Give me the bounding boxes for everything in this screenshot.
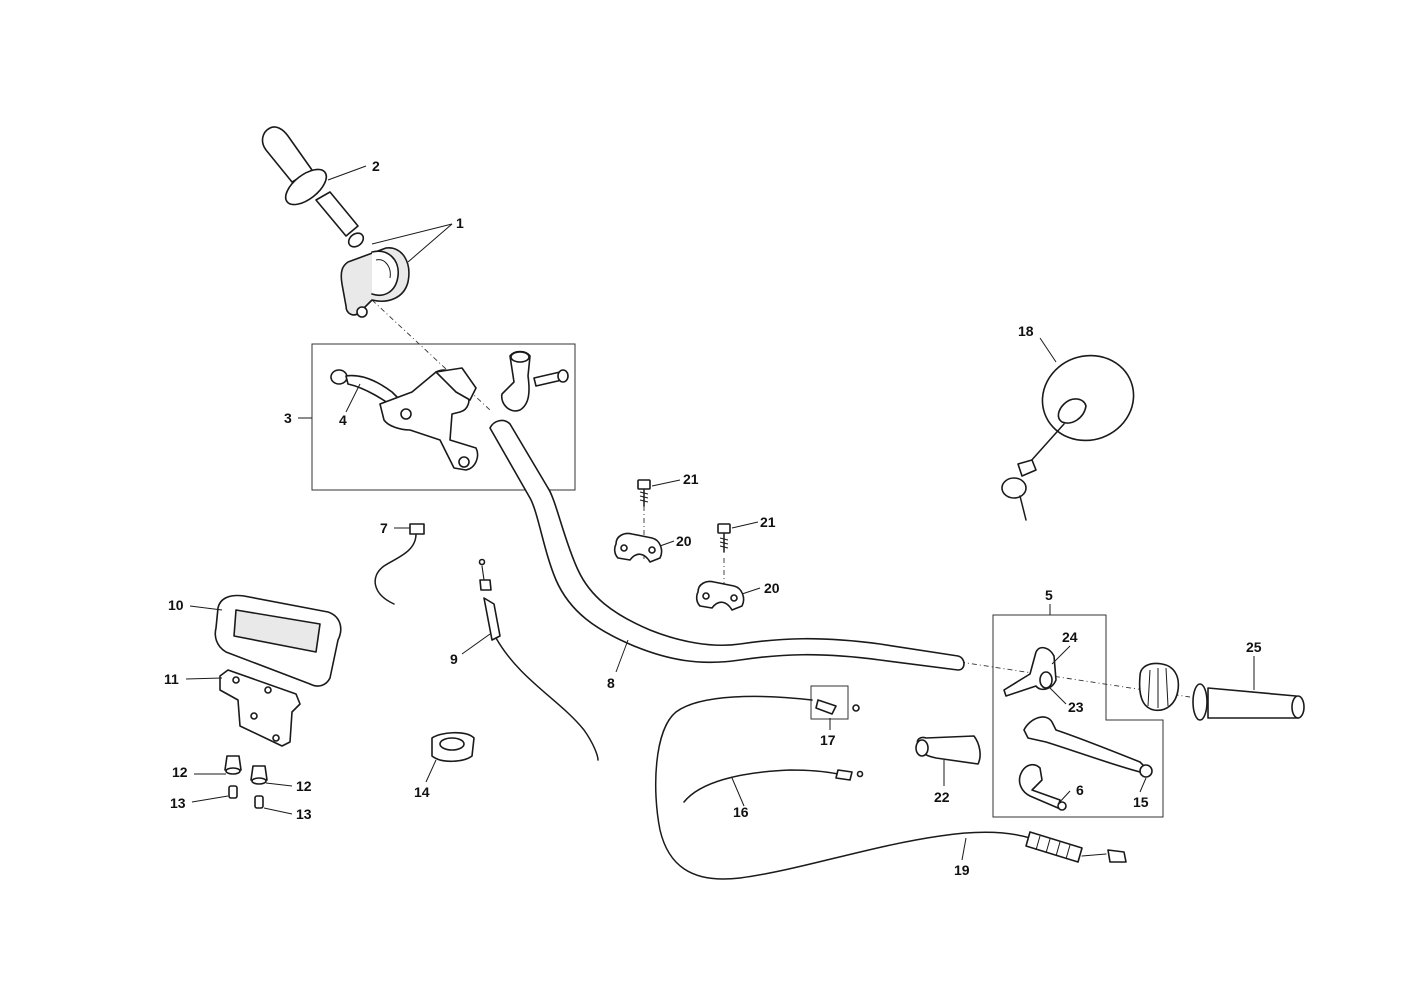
handlebar <box>489 419 965 671</box>
clamp-upper-1 <box>613 532 663 563</box>
callout-14: 14 <box>414 784 430 800</box>
clutch-lever <box>1023 716 1153 778</box>
callout-15: 15 <box>1133 794 1149 810</box>
callout-4: 4 <box>339 412 347 428</box>
callout-20-lower: 20 <box>764 580 780 596</box>
group-box-right-controls <box>992 614 1164 818</box>
callout-1: 1 <box>456 215 464 231</box>
callout-5: 5 <box>1045 587 1053 603</box>
callout-16: 16 <box>733 804 749 820</box>
throttle-cable <box>478 558 599 761</box>
callout-18: 18 <box>1018 323 1034 339</box>
callout-17: 17 <box>820 732 836 748</box>
callout-12-left: 12 <box>172 764 188 780</box>
grommet-left <box>224 755 242 775</box>
clutch-cable <box>654 695 1127 880</box>
callout-23: 23 <box>1068 699 1084 715</box>
callout-9: 9 <box>450 651 458 667</box>
screw-left <box>228 785 238 799</box>
left-grip <box>261 126 365 248</box>
callout-21-lower: 21 <box>760 514 776 530</box>
callout-13-left: 13 <box>170 795 186 811</box>
group-box-left-brake <box>311 343 576 491</box>
lever-pivot-part <box>1018 763 1067 811</box>
mirror-mount-clamp <box>500 350 569 412</box>
callout-3: 3 <box>284 410 292 426</box>
callout-7: 7 <box>380 520 388 536</box>
throttle-spool <box>1138 662 1180 712</box>
short-cable <box>683 769 864 803</box>
throttle-housing <box>340 247 410 318</box>
rubber-clamp <box>431 731 475 763</box>
callout-6: 6 <box>1076 782 1084 798</box>
callout-25: 25 <box>1246 639 1262 655</box>
mirror <box>1001 354 1135 521</box>
callout-labels: 1 2 3 4 5 6 7 8 9 10 11 12 12 13 13 14 1… <box>164 158 1262 878</box>
right-grip <box>1192 683 1305 721</box>
cable-adjuster <box>815 699 860 715</box>
callout-19: 19 <box>954 862 970 878</box>
callout-10: 10 <box>168 597 184 613</box>
bolt-upper-1 <box>637 479 651 507</box>
leader-lines <box>185 165 1255 861</box>
callout-2: 2 <box>372 158 380 174</box>
callout-12-right: 12 <box>296 778 312 794</box>
callout-11: 11 <box>164 671 179 687</box>
switch-wire <box>374 523 425 605</box>
group-box-adjuster <box>810 685 849 720</box>
grommet-right <box>250 765 268 785</box>
callout-21-upper: 21 <box>683 471 699 487</box>
callout-22: 22 <box>934 789 950 805</box>
instrument-bracket <box>219 669 301 747</box>
grip-insert <box>915 735 981 765</box>
clamp-upper-2 <box>695 580 745 611</box>
bolt-upper-2 <box>717 523 731 553</box>
callout-24: 24 <box>1062 629 1078 645</box>
callout-20-upper: 20 <box>676 533 692 549</box>
brake-master-cylinder <box>330 367 479 471</box>
callout-8: 8 <box>607 675 615 691</box>
callout-13-right: 13 <box>296 806 312 822</box>
screw-right <box>254 795 264 809</box>
instrument-panel <box>214 594 342 687</box>
clutch-switch-housing <box>1003 646 1057 697</box>
